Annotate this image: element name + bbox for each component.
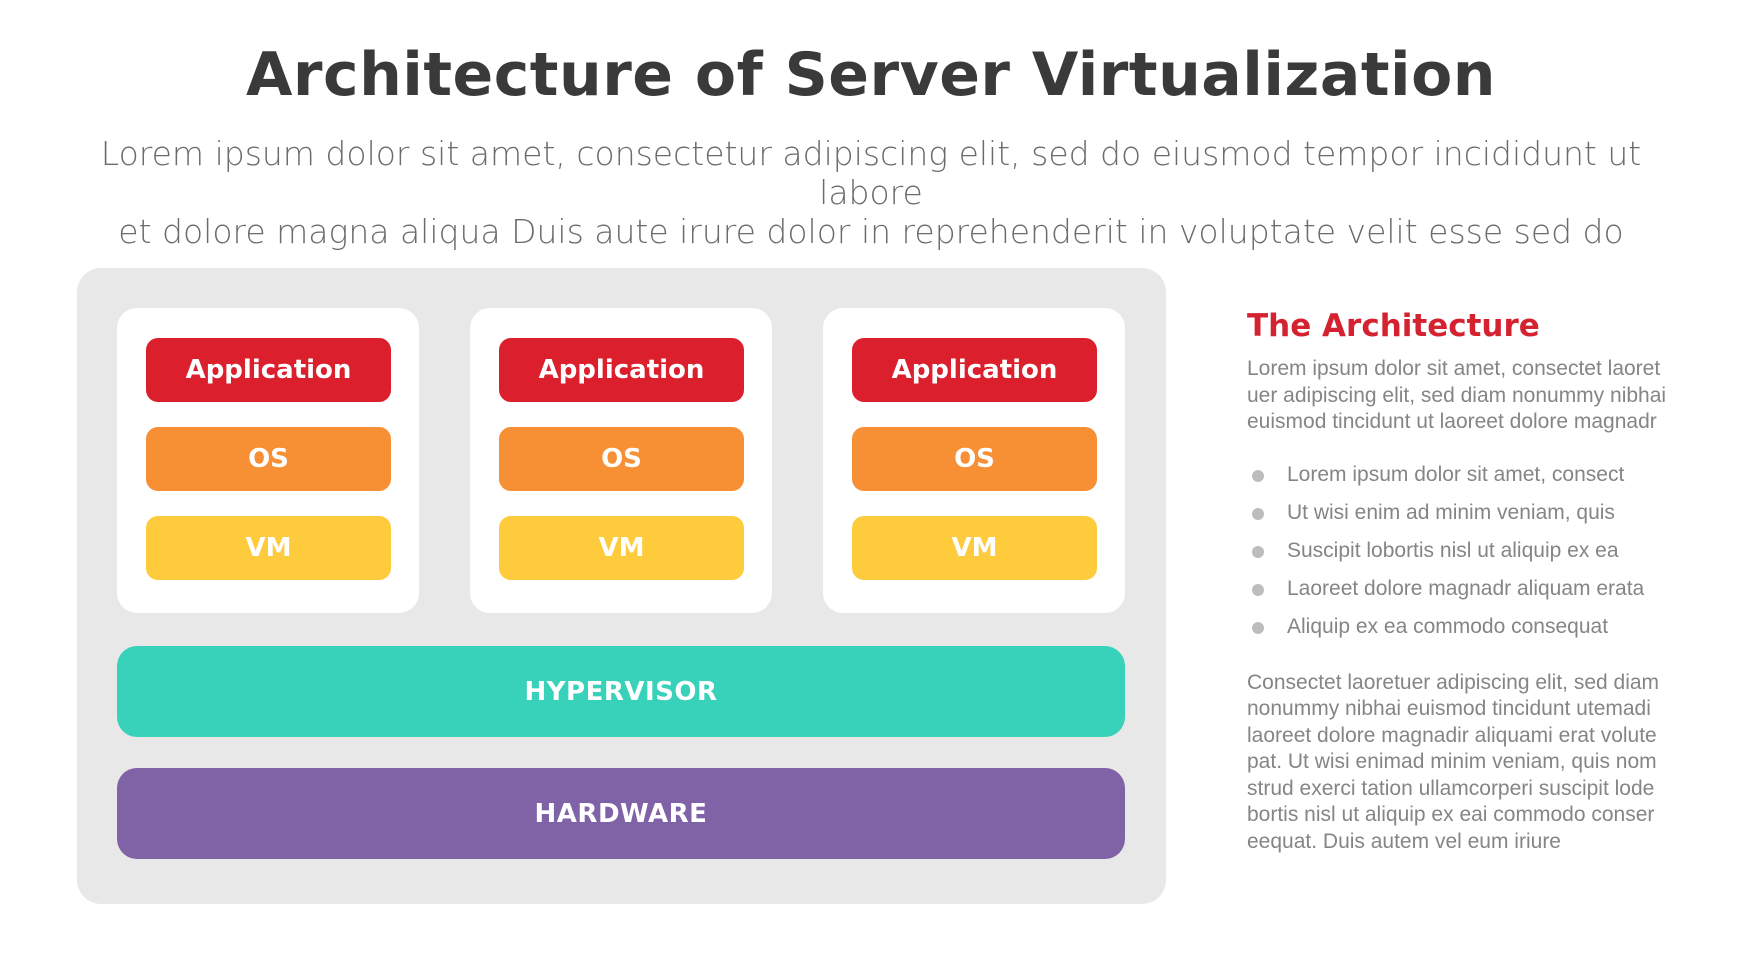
vm-layer: VM bbox=[146, 516, 391, 580]
architecture-diagram: Application OS VM Application OS VM Appl… bbox=[77, 268, 1166, 904]
os-layer: OS bbox=[499, 427, 744, 491]
vm-stack-2: Application OS VM bbox=[470, 308, 772, 613]
list-item: Suscipit lobortis nisl ut aliquip ex ea bbox=[1247, 532, 1687, 570]
bullet-text: Suscipit lobortis nisl ut aliquip ex ea bbox=[1287, 538, 1619, 562]
os-layer: OS bbox=[146, 427, 391, 491]
bullet-dot-icon bbox=[1252, 545, 1264, 558]
section-intro: Lorem ipsum dolor sit amet, consectet la… bbox=[1247, 357, 1667, 433]
application-layer: Application bbox=[499, 338, 744, 402]
list-item: Laoreet dolore magnadr aliquam erata bbox=[1247, 570, 1687, 608]
application-layer: Application bbox=[852, 338, 1097, 402]
page-title: Architecture of Server Virtualization bbox=[245, 40, 1497, 110]
vm-layer: VM bbox=[852, 516, 1097, 580]
hypervisor-layer: HYPERVISOR bbox=[117, 646, 1125, 737]
vm-stack-1: Application OS VM bbox=[117, 308, 419, 613]
subtitle-line-1: Lorem ipsum dolor sit amet, consectetur … bbox=[100, 134, 1642, 212]
vm-layer: VM bbox=[499, 516, 744, 580]
list-item: Ut wisi enim ad minim veniam, quis bbox=[1247, 494, 1687, 532]
bullet-list: Lorem ipsum dolor sit amet, consect Ut w… bbox=[1247, 456, 1687, 646]
section-title: The Architecture bbox=[1247, 308, 1540, 344]
bullet-dot-icon bbox=[1252, 469, 1264, 482]
bullet-text: Laoreet dolore magnadr aliquam erata bbox=[1287, 576, 1645, 600]
section-body: Consectet laoretuer adipiscing elit, sed… bbox=[1247, 670, 1660, 853]
bullet-text: Aliquip ex ea commodo consequat bbox=[1287, 614, 1609, 638]
os-layer: OS bbox=[852, 427, 1097, 491]
vm-stack-3: Application OS VM bbox=[823, 308, 1125, 613]
page-subtitle: Lorem ipsum dolor sit amet, consectetur … bbox=[60, 134, 1682, 251]
bullet-dot-icon bbox=[1252, 621, 1264, 634]
hardware-layer: HARDWARE bbox=[117, 768, 1125, 859]
list-item: Aliquip ex ea commodo consequat bbox=[1247, 608, 1687, 646]
bullet-dot-icon bbox=[1252, 507, 1264, 520]
list-item: Lorem ipsum dolor sit amet, consect bbox=[1247, 456, 1687, 494]
description-panel: The Architecture Lorem ipsum dolor sit a… bbox=[1247, 308, 1687, 855]
bullet-text: Ut wisi enim ad minim veniam, quis bbox=[1287, 500, 1615, 524]
bullet-text: Lorem ipsum dolor sit amet, consect bbox=[1287, 462, 1625, 486]
application-layer: Application bbox=[146, 338, 391, 402]
subtitle-line-2: et dolore magna aliqua Duis aute irure d… bbox=[118, 212, 1624, 251]
bullet-dot-icon bbox=[1252, 583, 1264, 596]
